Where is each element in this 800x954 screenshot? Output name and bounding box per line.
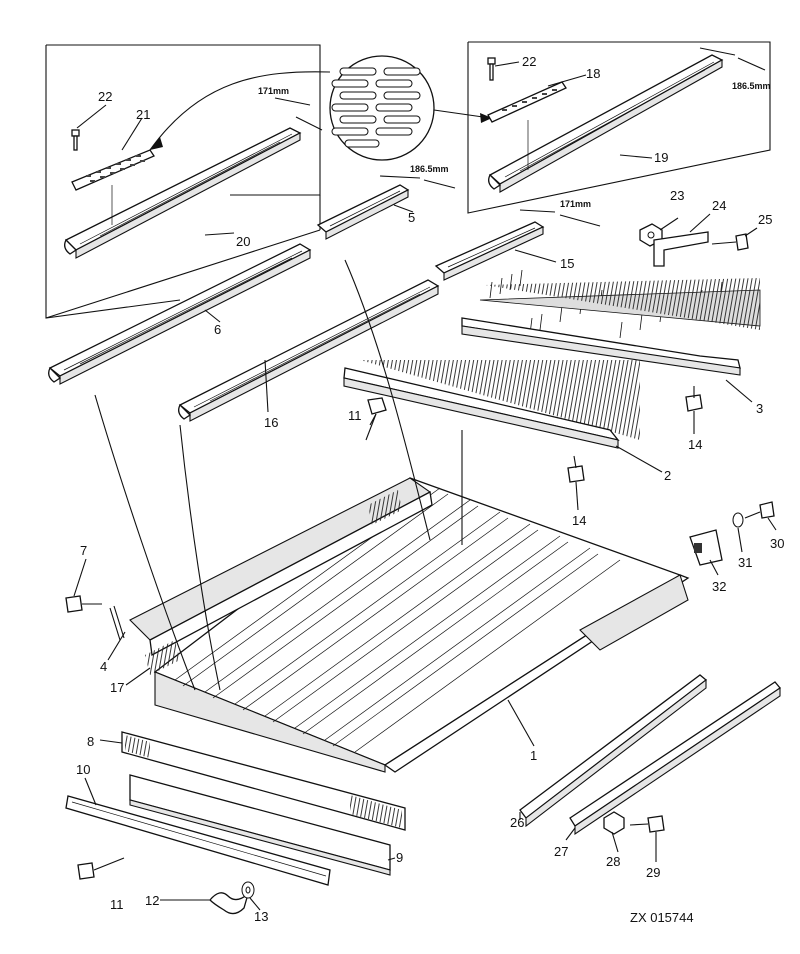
callout-8: 8 <box>87 734 94 749</box>
washer-31 <box>732 512 744 528</box>
callout-5: 5 <box>408 210 415 225</box>
callout-12: 12 <box>145 893 159 908</box>
drawing-reference-number: ZX 015744 <box>630 910 694 925</box>
sieve-frame-1 <box>129 477 690 773</box>
callout-29: 29 <box>646 865 660 880</box>
comb-strip-2 <box>343 360 640 449</box>
bolt-7 <box>65 595 102 613</box>
callout-26: 26 <box>510 815 524 830</box>
callout-24: 24 <box>712 198 726 213</box>
leader-lines <box>73 61 777 911</box>
callout-23: 23 <box>670 188 684 203</box>
callout-labels: 1 2 3 4 5 6 7 8 9 10 11 11 12 13 14 14 1… <box>76 54 784 924</box>
comb-strip-3 <box>461 269 761 376</box>
sieve-channel-15 <box>434 221 545 281</box>
callout-20: 20 <box>236 234 250 249</box>
callout-19: 19 <box>654 150 668 165</box>
perforated-insert-18 <box>487 81 567 170</box>
callout-18: 18 <box>586 66 600 81</box>
sieve-channel-19 <box>488 54 724 193</box>
dimension-label-186-5mm-right: 186.5mm <box>732 81 771 91</box>
washer-13 <box>241 881 255 899</box>
spring-clip-4 <box>109 605 125 641</box>
sieve-channel-6 <box>48 243 312 385</box>
wing-nut-12 <box>209 892 250 915</box>
callout-32: 32 <box>712 579 726 594</box>
callout-22-right: 22 <box>522 54 536 69</box>
front-plate-9 <box>129 774 391 876</box>
callout-4: 4 <box>100 659 107 674</box>
callout-25: 25 <box>758 212 772 227</box>
callout-14-middle: 14 <box>572 513 586 528</box>
callout-14-right: 14 <box>688 437 702 452</box>
inset-box-left <box>45 44 321 319</box>
perforated-insert-21 <box>71 149 155 225</box>
callout-21: 21 <box>136 107 150 122</box>
sieve-channel-16 <box>178 279 440 422</box>
perforation-detail-circle <box>149 55 492 161</box>
callout-11-bottom: 11 <box>110 897 124 912</box>
front-rail-10 <box>65 795 331 886</box>
bolt-11-top <box>365 397 387 441</box>
callout-13: 13 <box>254 909 268 924</box>
callout-2: 2 <box>664 468 671 483</box>
callout-17: 17 <box>110 680 124 695</box>
pin-22-left <box>71 129 80 151</box>
callout-16: 16 <box>264 415 278 430</box>
bolt-30 <box>744 501 775 519</box>
dimension-marks <box>274 47 766 227</box>
dimension-label-186-5mm-middle: 186.5mm <box>410 164 449 174</box>
bracket-32 <box>689 529 723 566</box>
pin-22-right <box>487 57 496 81</box>
callout-28: 28 <box>606 854 620 869</box>
callout-31: 31 <box>738 555 752 570</box>
bolt-11-bottom <box>77 857 125 880</box>
sieve-channel-20 <box>64 127 302 259</box>
nut-28 <box>603 811 625 835</box>
callout-9: 9 <box>396 850 403 865</box>
dimension-label-171mm-left: 171mm <box>258 86 289 96</box>
side-rail-27 <box>569 681 781 836</box>
bolt-29 <box>629 815 665 833</box>
bolt-14-a <box>685 386 703 412</box>
front-plate-8 <box>121 731 406 831</box>
callout-22-left: 22 <box>98 89 112 104</box>
bolt-25 <box>711 233 749 251</box>
callout-6: 6 <box>214 322 221 337</box>
sieve-channel-5 <box>316 184 410 240</box>
callout-1: 1 <box>530 748 537 763</box>
callout-11-top: 11 <box>348 408 362 423</box>
inset-box-right <box>467 41 771 214</box>
callout-3: 3 <box>756 401 763 416</box>
callout-30: 30 <box>770 536 784 551</box>
callout-15: 15 <box>560 256 574 271</box>
side-rail-26 <box>519 674 708 828</box>
callout-10: 10 <box>76 762 90 777</box>
dimension-label-171mm-middle: 171mm <box>560 199 591 209</box>
callout-27: 27 <box>554 844 568 859</box>
bracket-24 <box>653 231 709 267</box>
bolt-14-b <box>567 455 585 483</box>
callout-7: 7 <box>80 543 87 558</box>
